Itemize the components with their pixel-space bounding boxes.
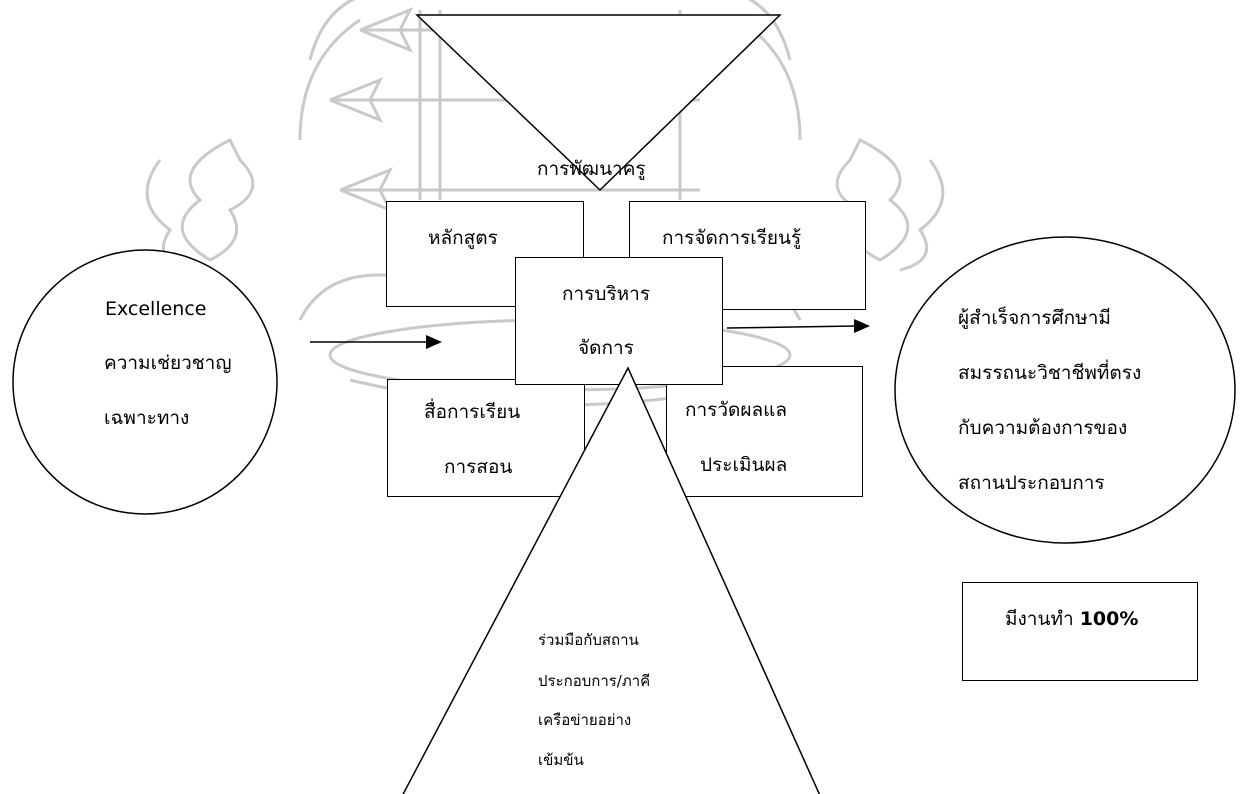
excellence-title: Excellence <box>105 298 207 320</box>
media-box <box>387 379 585 497</box>
output-arrow-head <box>854 319 870 333</box>
teacher-development-triangle <box>415 14 782 192</box>
employment-box <box>962 582 1198 681</box>
learning-management-label: การจัดการเรียนรู้ <box>662 227 802 249</box>
graduates-line1: ผู้สำเร็จการศึกษามี <box>958 307 1111 329</box>
input-arrow-head <box>426 335 442 349</box>
employment-prefix: มีงานทำ <box>1005 608 1080 630</box>
evaluation-label-line1: การวัดผลแล <box>685 399 788 421</box>
excellence-line1: ความเช่ยวชาญ <box>104 352 232 374</box>
graduates-line4: สถานประกอบการ <box>958 472 1105 494</box>
administration-label-line2: จัดการ <box>578 337 634 359</box>
administration-label-line1: การบริหาร <box>562 283 651 305</box>
employment-value: 100% <box>1079 608 1139 630</box>
employment-label: มีงานทำ 100% <box>1005 610 1138 629</box>
graduates-line2: สมรรถนะวิชาชีพที่ตรง <box>958 362 1142 384</box>
excellence-circle <box>12 249 278 515</box>
administration-box <box>515 257 723 385</box>
graduates-circle <box>894 236 1236 544</box>
media-label-line1: สื่อการเรียน <box>424 401 521 423</box>
media-label-line2: การสอน <box>444 456 513 478</box>
output-arrow-line <box>726 325 857 329</box>
partnership-line4: เข้มข้น <box>538 751 584 769</box>
evaluation-label-line2: ประเมินผล <box>700 454 788 476</box>
curriculum-label: หลักสูตร <box>428 227 498 249</box>
partnership-line1: ร่วมมือกับสถาน <box>538 631 639 649</box>
partnership-line3: เครือข่ายอย่าง <box>538 711 632 729</box>
evaluation-box <box>666 366 863 497</box>
graduates-line3: กับความต้องการของ <box>958 417 1128 439</box>
excellence-line2: เฉพาะทาง <box>104 407 190 429</box>
teacher-development-label: การพัฒนาครู <box>537 158 646 180</box>
partnership-line2: ประกอบการ/ภาคี <box>538 672 651 690</box>
